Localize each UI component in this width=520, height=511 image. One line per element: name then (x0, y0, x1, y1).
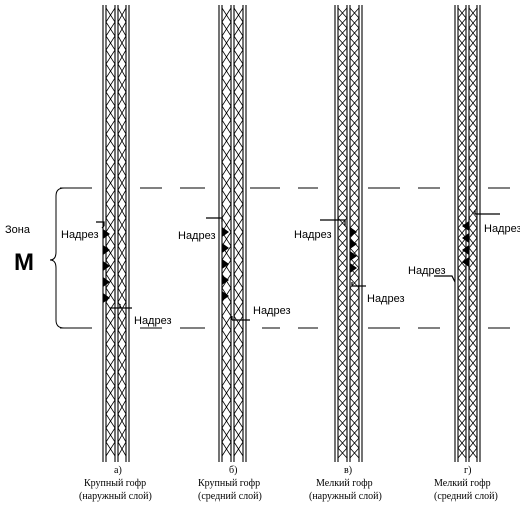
panel-b-board (218, 5, 247, 462)
caption-b-line2: (средний слой) (198, 491, 262, 502)
panel-a-cut-label-1: Надрез (61, 229, 99, 241)
panel-a: Надрез Надрез (61, 5, 172, 462)
panel-c-cut-label-2: Надрез (367, 293, 405, 305)
zone-letter: М (14, 249, 34, 276)
panel-b-cuts (206, 217, 250, 321)
caption-d-line2: (средний слой) (434, 491, 498, 502)
caption-c: в) Мелкий гофр (наружный слой) (309, 465, 382, 502)
caption-b: б) Крупный гофр (средний слой) (198, 465, 262, 502)
panel-d-cuts (434, 210, 500, 283)
panel-d: Надрез Надрез (408, 5, 520, 462)
panel-c: Надрез Надрез (294, 5, 405, 462)
caption-a-letter: а) (114, 465, 122, 476)
panel-c-cut-label-1: Надрез (294, 229, 332, 241)
zone-boundary-lines (60, 187, 510, 329)
panel-a-cut-label-2: Надрез (134, 315, 172, 327)
panel-d-board (454, 5, 481, 462)
panel-b-cut-label-2: Надрез (253, 305, 291, 317)
panel-b-cut-label-1: Надрез (178, 230, 216, 242)
caption-b-line1: Крупный гофр (198, 478, 260, 489)
panel-d-cut-label-1: Надрез (484, 223, 520, 235)
panel-c-cuts (320, 219, 366, 287)
caption-d-letter: г) (464, 465, 471, 476)
caption-a: а) Крупный гофр (наружный слой) (79, 465, 152, 502)
zone-word: Зона (5, 224, 31, 236)
caption-c-line1: Мелкий гофр (316, 478, 373, 489)
caption-d: г) Мелкий гофр (средний слой) (434, 465, 498, 502)
caption-d-line1: Мелкий гофр (434, 478, 491, 489)
caption-a-line2: (наружный слой) (79, 491, 152, 502)
caption-b-letter: б) (229, 465, 237, 476)
caption-a-line1: Крупный гофр (84, 478, 146, 489)
caption-c-line2: (наружный слой) (309, 491, 382, 502)
panel-d-cut-label-2: Надрез (408, 265, 446, 277)
panel-c-board (334, 5, 363, 462)
panel-b: Надрез Надрез (178, 5, 291, 462)
panel-a-cuts (96, 221, 132, 309)
caption-c-letter: в) (344, 465, 352, 476)
zone-brace (49, 187, 65, 329)
panel-a-board (102, 5, 130, 462)
